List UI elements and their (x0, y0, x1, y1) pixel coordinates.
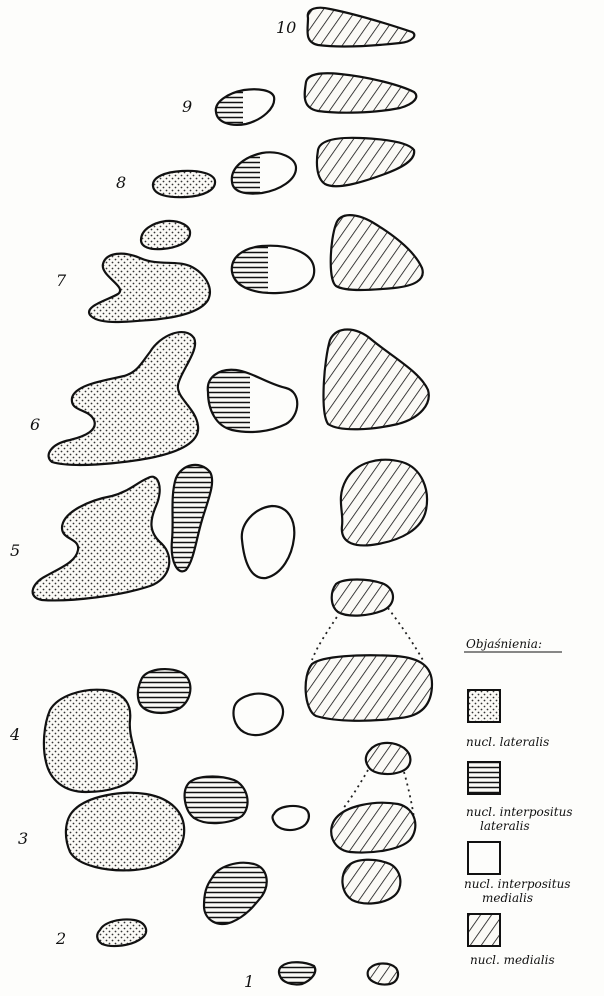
section-number-7: 7 (56, 271, 67, 290)
section-number-9: 9 (182, 97, 192, 116)
nucl-medialis-10 (307, 8, 414, 47)
nucl-medialis-1 (368, 964, 398, 985)
legend-swatch-dots (468, 690, 500, 722)
legend-label-2a: nucl. interpositus (466, 805, 572, 819)
nucl-interpositus-lateralis-2 (204, 863, 267, 924)
nucl-interpositus-lateralis-1 (279, 962, 315, 984)
nucl-interpositus-lateralis-3 (185, 777, 248, 824)
connector-dotted-4 (312, 608, 424, 662)
section-10 (307, 8, 414, 47)
legend-label-3b: medialis (482, 891, 533, 905)
nucl-lateralis-2 (97, 919, 146, 946)
nucl-medialis-5 (341, 460, 427, 546)
section-number-2: 2 (55, 929, 66, 948)
section-9 (216, 73, 417, 125)
nucl-medialis-6 (324, 330, 429, 430)
legend-label-3a: nucl. interpositus (464, 877, 570, 891)
nucl-lateralis-8 (153, 171, 215, 197)
nucl-lateralis-7b (89, 254, 210, 322)
nucl-medialis-4a (332, 580, 393, 616)
section-number-1: 1 (244, 972, 254, 991)
nucl-medialis-3b (331, 803, 415, 853)
section-number-8: 8 (116, 173, 126, 192)
nucl-medialis-9 (305, 73, 417, 112)
section-1 (279, 962, 398, 984)
nucl-interpositus-medialis-5 (242, 506, 294, 578)
nucl-lateralis-7a (141, 221, 190, 249)
section-number-3: 3 (18, 829, 28, 848)
nucl-interpositus-medialis-3 (273, 806, 309, 830)
nucl-lateralis-5 (33, 477, 170, 601)
nucl-medialis-7 (331, 215, 423, 290)
nucl-interpositus-lateralis-4 (138, 669, 191, 713)
section-number-5: 5 (10, 541, 20, 560)
nucl-medialis-3a (366, 743, 411, 774)
section-8 (153, 138, 414, 197)
nucl-medialis-2 (342, 860, 400, 904)
legend: Objaśnienia: nucl. lateralis nucl. inter… (464, 637, 572, 967)
legend-swatch-diagonal-lines (468, 914, 500, 946)
legend-title: Objaśnienia: (466, 637, 542, 651)
nucl-interpositus-lateralis-5 (172, 465, 212, 571)
nucl-interpositus-medialis-4 (234, 694, 284, 735)
nucl-lateralis-6 (49, 332, 199, 465)
section-number-6: 6 (30, 415, 40, 434)
legend-swatch-horizontal-lines (468, 762, 500, 794)
nucl-lateralis-3 (66, 793, 184, 871)
section-number-10: 10 (276, 18, 296, 37)
legend-label-2b: lateralis (480, 819, 530, 833)
nucl-lateralis-4 (44, 690, 137, 792)
legend-swatch-blank (468, 842, 500, 874)
nucl-medialis-4b (306, 655, 432, 721)
section-2 (97, 860, 400, 946)
section-number-4: 4 (9, 725, 20, 744)
section-6 (49, 330, 429, 465)
section-7 (89, 215, 423, 322)
nucl-medialis-8 (317, 138, 414, 186)
legend-label-4: nucl. medialis (470, 953, 555, 967)
legend-label-1: nucl. lateralis (466, 735, 549, 749)
